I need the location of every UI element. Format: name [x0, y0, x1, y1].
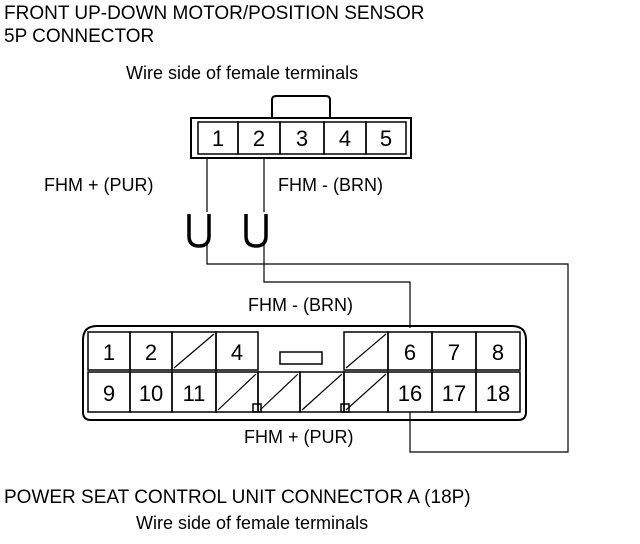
pin-18p-17: 17: [442, 381, 466, 406]
pin-18p-10: 10: [139, 381, 163, 406]
wire-label-fhm-plus-top: FHM + (PUR): [44, 175, 154, 195]
pin-18p-8: 8: [492, 340, 504, 365]
connector-18p-body: [82, 325, 527, 421]
connector-5p-caption: Wire side of female terminals: [126, 63, 359, 83]
wire-label-fhm-minus-top: FHM - (BRN): [278, 175, 383, 195]
pin-18p-7: 7: [448, 340, 460, 365]
connector-18p-latch: [279, 351, 323, 365]
connector-5p-body: [190, 117, 412, 159]
diagram-title-line2: 5P CONNECTOR: [4, 26, 155, 47]
pin-5p-1: 1: [212, 126, 224, 151]
pin-5p-2: 2: [253, 126, 265, 151]
connector-5p: [190, 95, 412, 159]
connector-18p: [82, 325, 527, 421]
connector-18p-caption: Wire side of female terminals: [136, 513, 369, 533]
pin-18p-11: 11: [183, 381, 206, 406]
pin-18p-4: 4: [231, 340, 243, 365]
probe-clip-plus-icon: [187, 214, 211, 248]
pin-18p-1: 1: [103, 340, 115, 365]
pin-5p-4: 4: [339, 126, 351, 151]
wire-fhm-plus-lower: [206, 244, 569, 453]
wire-label-fhm-plus-bottom: FHM + (PUR): [244, 427, 354, 447]
pin-18p-16: 16: [398, 381, 422, 406]
pin-5p-5: 5: [380, 126, 392, 151]
wire-fhm-minus-lower: [263, 244, 411, 328]
wire-paths: [206, 158, 569, 453]
pin-18p-2: 2: [145, 340, 157, 365]
connector-18p-title: POWER SEAT CONTROL UNIT CONNECTOR A (18P…: [4, 487, 471, 508]
wire-label-fhm-minus-lower: FHM - (BRN): [248, 295, 353, 315]
diagram-title-line1: FRONT UP-DOWN MOTOR/POSITION SENSOR: [4, 3, 425, 24]
pin-5p-3: 3: [296, 126, 308, 151]
pin-18p-9: 9: [103, 381, 115, 406]
pin-cell: [365, 121, 407, 155]
pin-18p-6: 6: [404, 340, 416, 365]
probe-clip-minus-icon: [244, 214, 268, 248]
pin-18p-18: 18: [486, 381, 510, 406]
